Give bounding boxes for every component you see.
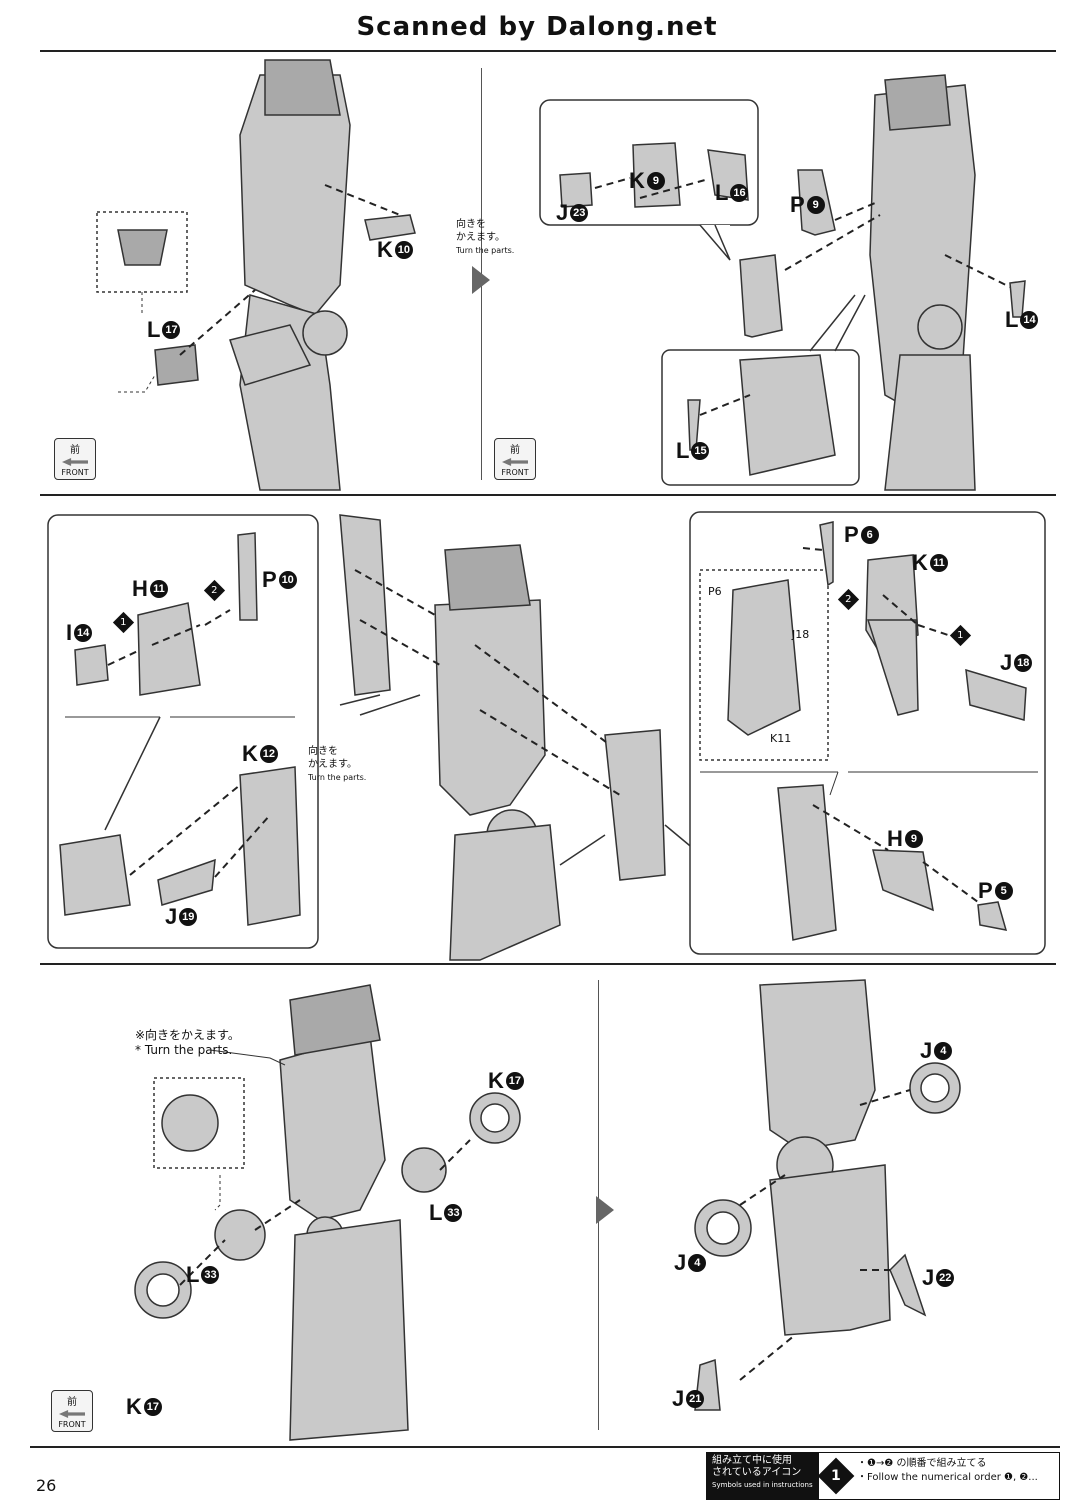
step-order-icon: 1 xyxy=(817,1453,855,1499)
small-label-k11: K11 xyxy=(770,732,792,745)
divider-1 xyxy=(40,494,1056,496)
banner-title: Scanned by Dalong.net xyxy=(356,12,718,42)
small-label-j18: J18 xyxy=(792,628,810,641)
small-label-p6: P6 xyxy=(708,585,722,598)
arm-part-illustration xyxy=(47,514,696,961)
legend-text: ・❶→❷ の順番で組み立てる・Follow the numerical orde… xyxy=(857,1458,1038,1483)
arm-part-illustration xyxy=(689,511,1046,955)
bottom-rule xyxy=(30,1446,1060,1448)
turn-note-star: ※向きをかえます。* Turn the parts. xyxy=(135,1028,240,1057)
next-step-arrow xyxy=(596,1196,614,1224)
turn-note-1: 向きを かえます。Turn the parts. xyxy=(456,219,515,255)
page-number: 26 xyxy=(36,1476,57,1495)
arm-part-illustration xyxy=(694,979,961,1411)
turn-note-2: 向きを かえます。Turn the parts. xyxy=(308,746,367,782)
arm-part-illustration xyxy=(134,984,521,1441)
top-rule xyxy=(40,50,1056,52)
next-step-arrow xyxy=(472,266,490,294)
divider-2 xyxy=(40,963,1056,965)
arm-part-illustration xyxy=(539,74,1026,491)
arm-part-illustration xyxy=(96,59,416,491)
